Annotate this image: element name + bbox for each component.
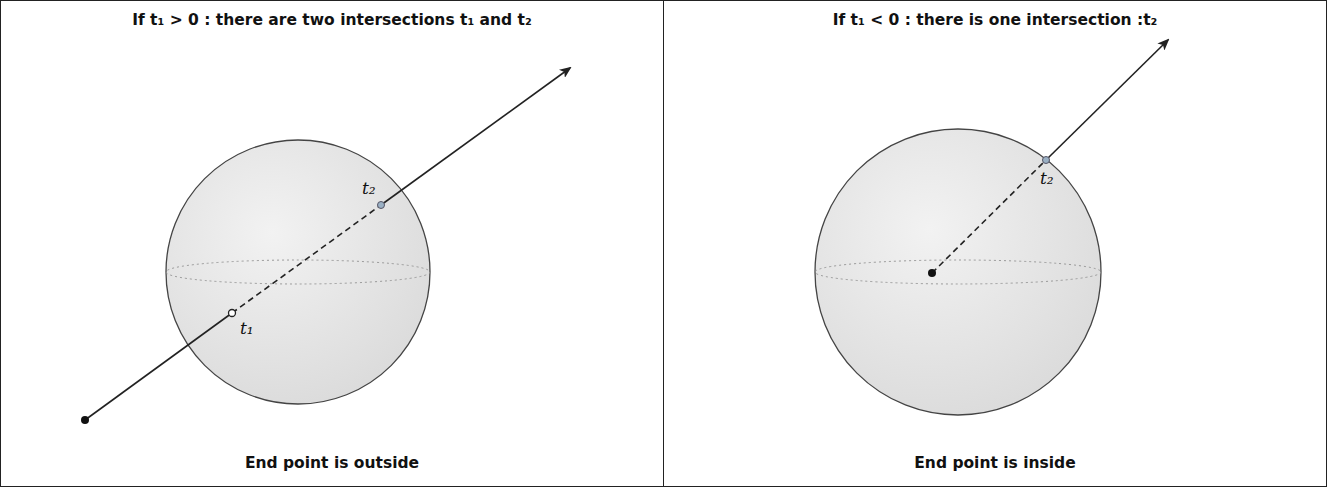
panel-caption: End point is inside — [664, 454, 1326, 472]
panel-caption: End point is outside — [1, 454, 663, 472]
panel-heading: If t₁ > 0 : there are two intersections … — [1, 11, 663, 29]
point-label: t₁ — [240, 318, 254, 338]
panel-heading: If t₁ < 0 : there is one intersection :t… — [664, 11, 1326, 29]
table-panel: If t₁ < 0 : there is one intersection :t… — [663, 0, 1327, 487]
point-label: t₂ — [362, 178, 376, 198]
table-panel: If t₁ > 0 : there are two intersections … — [0, 0, 664, 487]
point-label: t₂ — [1040, 168, 1054, 188]
